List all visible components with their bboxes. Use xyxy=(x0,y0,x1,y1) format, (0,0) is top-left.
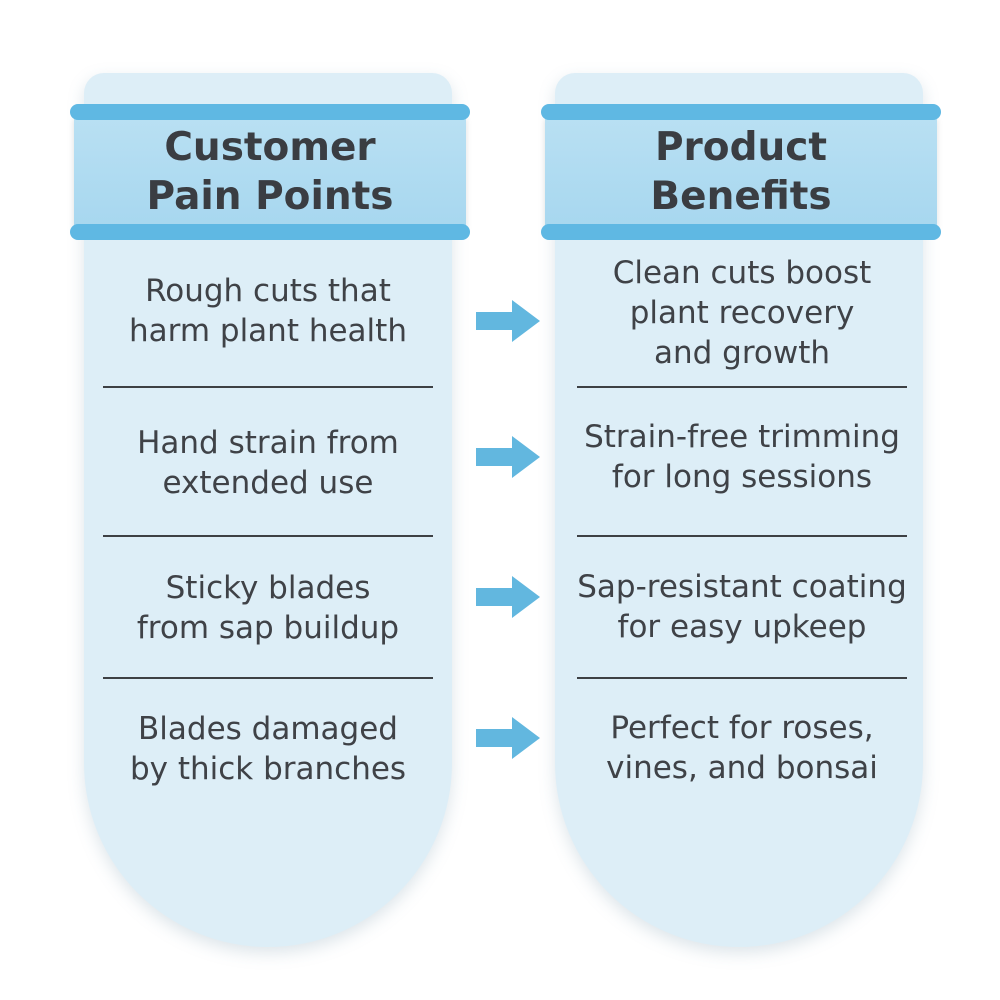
benefits-header: Product Benefits xyxy=(541,104,941,240)
row-divider xyxy=(577,535,907,537)
arrow-right-icon xyxy=(476,717,540,759)
row-divider xyxy=(103,535,433,537)
benefits-title: Product Benefits xyxy=(650,125,832,219)
row-divider xyxy=(577,386,907,388)
benefit-item: Clean cuts boost plant recovery and grow… xyxy=(612,255,872,371)
pain-point-item: Rough cuts that harm plant health xyxy=(129,273,407,349)
benefit-item: Strain-free trimming for long sessions xyxy=(584,419,900,495)
arrow-right-icon xyxy=(476,576,540,618)
pain-point-item: Blades damaged by thick branches xyxy=(129,711,407,787)
pain-point-item: Hand strain from extended use xyxy=(137,425,399,501)
benefit-item: Perfect for roses, vines, and bonsai xyxy=(606,710,878,786)
row-divider xyxy=(103,386,433,388)
arrow-right-icon xyxy=(476,300,540,342)
pain-points-header: Customer Pain Points xyxy=(70,104,470,240)
benefit-item: Sap-resistant coating for easy upkeep xyxy=(577,569,907,645)
row-divider xyxy=(577,677,907,679)
row-divider xyxy=(103,677,433,679)
arrow-right-icon xyxy=(476,436,540,478)
pain-point-item: Sticky blades from sap buildup xyxy=(136,570,400,646)
pain-points-title: Customer Pain Points xyxy=(146,125,394,219)
